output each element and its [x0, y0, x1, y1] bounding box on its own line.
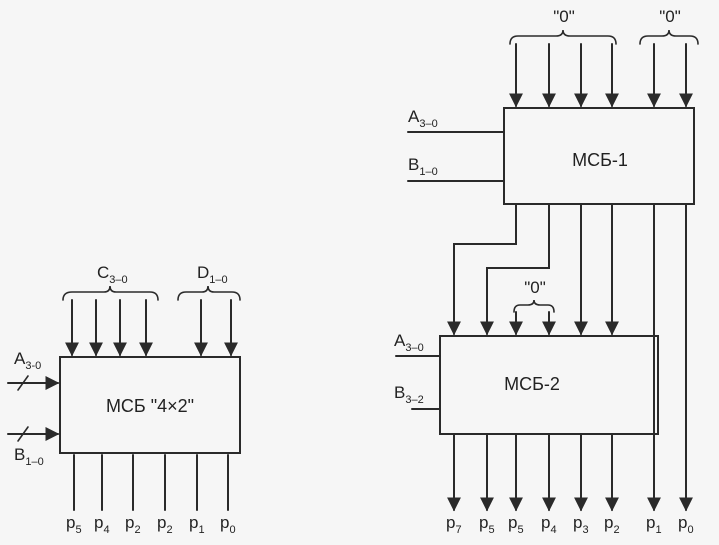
- output-label: p4: [541, 513, 557, 536]
- brace-d-label: D1–0: [197, 263, 228, 286]
- msb2-block: [439, 335, 659, 435]
- output-label: p1: [189, 513, 205, 536]
- zero-top-left-brace: [509, 29, 617, 45]
- msb2-b-label: B3–2: [394, 383, 424, 406]
- output-label: p5: [66, 513, 82, 536]
- b-input-label: B1–0: [14, 445, 44, 468]
- output-label: p5: [508, 513, 524, 536]
- right-diagram: "0" "0" МСБ-1 A3–0 B1–0 "0": [394, 7, 699, 536]
- output-label: p7: [446, 513, 462, 536]
- msb-4x2-label: МСБ "4×2": [106, 396, 194, 416]
- output-label: p3: [573, 513, 589, 536]
- msb2-label: МСБ-2: [504, 374, 560, 394]
- a-bus-slash: [17, 375, 29, 391]
- msb2-a-label: A3–0: [394, 331, 424, 354]
- brace-d: [177, 285, 241, 301]
- output-label: p4: [94, 513, 110, 536]
- zero-top-left-label: "0": [553, 7, 575, 26]
- msb1-label: МСБ-1: [572, 150, 628, 170]
- zero-middle-label: "0": [524, 278, 546, 297]
- msb1-a-label: A3–0: [408, 107, 438, 130]
- brace-c-label: C3–0: [97, 263, 128, 286]
- msb-4x2-block: [59, 356, 241, 454]
- zero-middle-brace: [513, 299, 555, 313]
- a-input-label: A3-0: [14, 349, 41, 372]
- output-label: p2: [604, 513, 620, 536]
- msb1-b-label: B1–0: [408, 155, 438, 178]
- route-line-2: [480, 203, 550, 336]
- left-diagram: МСБ "4×2" C3–0 D1–0 A3-0 B1–0: [7, 263, 241, 536]
- zero-top-right-label: "0": [659, 7, 681, 26]
- output-label: p2: [125, 513, 141, 536]
- brace-c: [62, 285, 159, 301]
- output-label: p0: [678, 513, 694, 536]
- output-label: p2: [157, 513, 173, 536]
- b-bus-slash: [17, 426, 29, 442]
- output-label: p1: [646, 513, 662, 536]
- output-label: p5: [479, 513, 495, 536]
- output-label: p0: [220, 513, 236, 536]
- msb1-block: [503, 107, 695, 205]
- zero-top-right-brace: [639, 29, 699, 45]
- route-line-1: [447, 203, 517, 336]
